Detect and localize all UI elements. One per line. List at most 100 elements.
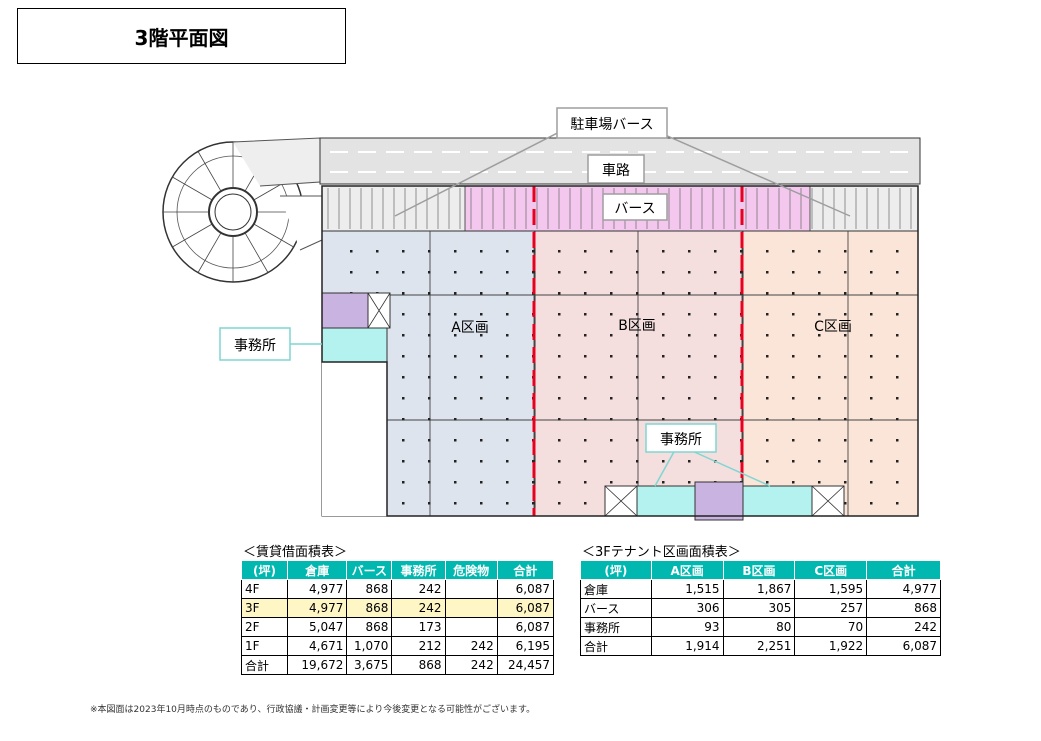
ramp-spoke (244, 232, 269, 273)
table-cell: 242 (444, 655, 498, 675)
column-dot (584, 271, 587, 274)
table-cell: 6,087 (866, 636, 941, 656)
table-cell: 1,070 (346, 636, 393, 656)
column-dot (792, 481, 795, 484)
column-dot (584, 460, 587, 463)
column-dot (402, 355, 405, 358)
column-dot (558, 502, 561, 505)
column-dot (818, 355, 821, 358)
table-row: バース 306 305 257 868 (580, 598, 941, 618)
column-dot (402, 292, 405, 295)
table-cell: 2,251 (722, 636, 796, 656)
column-dot (766, 397, 769, 400)
column-dot (558, 271, 561, 274)
column-dot (402, 313, 405, 316)
column-dot (818, 376, 821, 379)
column-dot (896, 355, 899, 358)
table-cell: 2F (240, 617, 289, 637)
column-dot (844, 271, 847, 274)
column-dot (792, 418, 795, 421)
column-dot (792, 250, 795, 253)
column-dot (454, 397, 457, 400)
label-parking-berth: 駐車場バース (570, 116, 653, 133)
column-dot (870, 292, 873, 295)
column-dot (454, 271, 457, 274)
column-dot (870, 460, 873, 463)
column-dot (428, 397, 431, 400)
zone-c-area (742, 230, 919, 517)
column-dot (428, 313, 431, 316)
column-dot (844, 334, 847, 337)
column-dot (454, 334, 457, 337)
table-cell: 305 (722, 598, 796, 618)
column-dot (688, 481, 691, 484)
column-dot (662, 418, 665, 421)
column-dot (688, 250, 691, 253)
column-dot (870, 397, 873, 400)
column-dot (480, 397, 483, 400)
table-row: 倉庫 1,515 1,867 1,595 4,977 (580, 579, 941, 599)
column-dot (636, 334, 639, 337)
table-cell: 173 (391, 617, 446, 637)
column-dot (532, 250, 535, 253)
column-dot (402, 481, 405, 484)
column-dot (896, 250, 899, 253)
column-dot (688, 460, 691, 463)
column-dot (792, 439, 795, 442)
column-dot (558, 439, 561, 442)
column-dot (688, 355, 691, 358)
column-dot (896, 460, 899, 463)
column-dot (870, 355, 873, 358)
column-dot (480, 418, 483, 421)
tenant-header: (坪) (580, 560, 652, 580)
table-row: 1F 4,671 1,070 212 242 6,195 (240, 636, 555, 656)
column-dot (870, 313, 873, 316)
column-dot (610, 250, 613, 253)
column-dot (610, 292, 613, 295)
tenant-header: 合計 (866, 560, 941, 580)
column-dot (896, 481, 899, 484)
table-cell (444, 579, 498, 599)
column-dot (792, 334, 795, 337)
zone-a-label: A区画 (451, 320, 489, 336)
column-dot (896, 418, 899, 421)
column-dot (714, 271, 717, 274)
office-left-stairs (321, 292, 369, 329)
table-cell: 4,977 (866, 579, 941, 599)
column-dot (610, 376, 613, 379)
column-dot (844, 292, 847, 295)
column-dot (428, 271, 431, 274)
column-dot (402, 439, 405, 442)
column-dot (532, 271, 535, 274)
column-dot (662, 355, 665, 358)
column-dot (402, 418, 405, 421)
column-dot (792, 292, 795, 295)
column-dot (610, 397, 613, 400)
column-dot (714, 397, 717, 400)
table-row-total: 合計 1,914 2,251 1,922 6,087 (580, 636, 941, 656)
table-cell: 868 (346, 617, 393, 637)
column-dot (480, 376, 483, 379)
column-dot (558, 292, 561, 295)
column-dot (844, 502, 847, 505)
table-cell: 倉庫 (580, 579, 652, 599)
column-dot (454, 418, 457, 421)
column-dot (402, 460, 405, 463)
column-dot (688, 397, 691, 400)
column-dot (480, 292, 483, 295)
column-dot (662, 376, 665, 379)
column-dot (558, 376, 561, 379)
column-dot (506, 271, 509, 274)
column-dot (428, 355, 431, 358)
column-dot (506, 334, 509, 337)
column-dot (558, 334, 561, 337)
column-dot (610, 271, 613, 274)
tenant-table: (坪) A区画 B区画 C区画 合計 倉庫 1,515 1,867 1,595 … (580, 560, 941, 656)
table-cell: 1F (240, 636, 289, 656)
column-dot (662, 250, 665, 253)
table-cell: 242 (391, 598, 446, 618)
column-dot (688, 313, 691, 316)
column-dot (428, 292, 431, 295)
table-cell: 3F (240, 598, 289, 618)
column-dot (870, 502, 873, 505)
